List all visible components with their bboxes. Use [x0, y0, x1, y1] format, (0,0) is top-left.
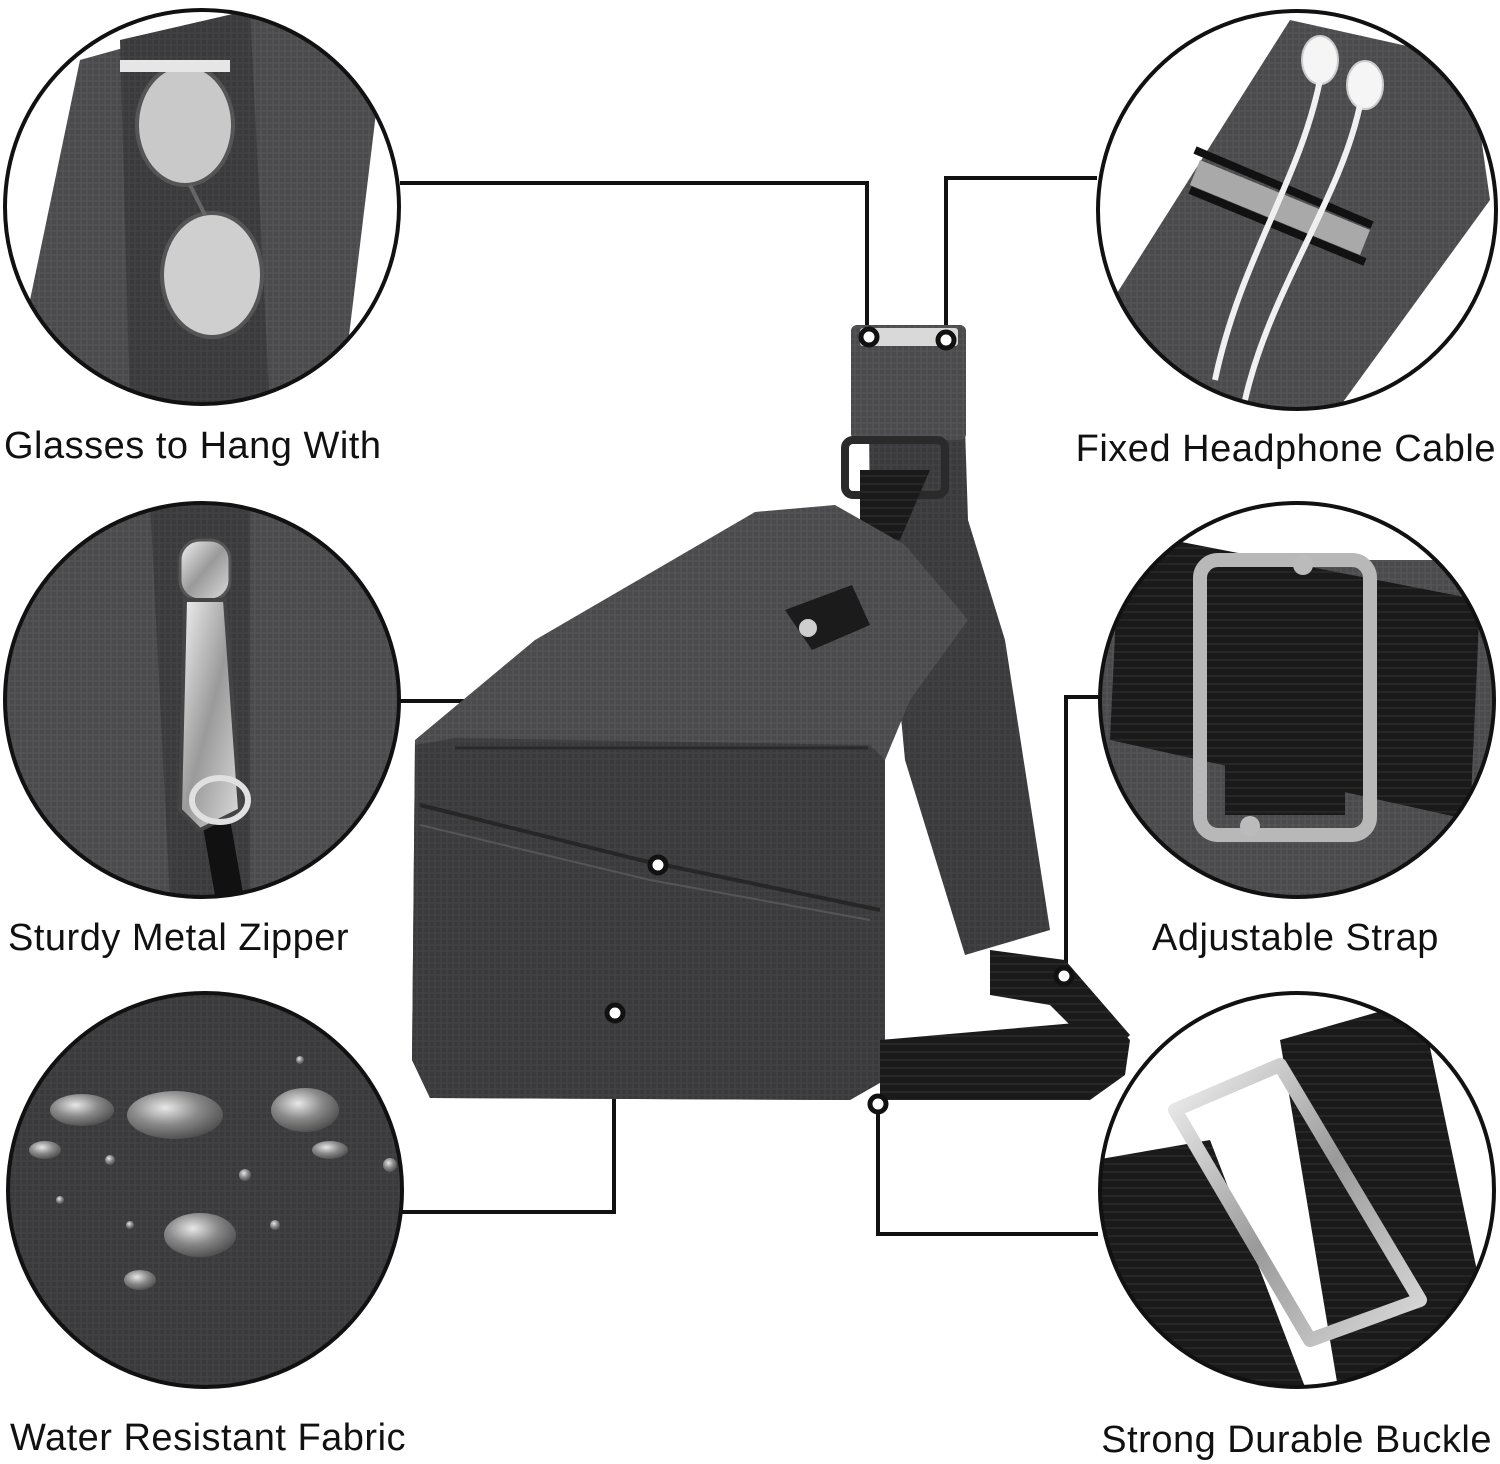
- bag-front-panel: [412, 738, 885, 1100]
- caption-zipper: Sturdy Metal Zipper: [8, 917, 350, 959]
- caption-strap: Adjustable Strap: [1152, 917, 1439, 959]
- glasses-icon: [120, 60, 264, 339]
- detail-circle-zipper: [3, 501, 401, 899]
- callout-dots: [604, 326, 1075, 1115]
- callout-dot-buckle: [867, 1093, 889, 1115]
- detail-circle-glasses: [3, 8, 401, 406]
- detail-circle-buckle: [1098, 991, 1496, 1389]
- caption-glasses: Glasses to Hang With: [4, 425, 382, 467]
- snap-button: [799, 619, 817, 637]
- callout-line-buckle: [876, 1104, 1098, 1236]
- buckle-icon: [1168, 1058, 1427, 1347]
- sling-bag-image: [412, 325, 1130, 1100]
- lower-strap-right: [990, 950, 1130, 1060]
- caption-fabric: Water Resistant Fabric: [10, 1417, 407, 1459]
- callout-line-glasses: [400, 181, 869, 337]
- pocket-seam-2: [419, 803, 881, 912]
- strap-slider-icon: [1193, 553, 1377, 842]
- strap-tab: [851, 325, 966, 440]
- strap-tab-bar: [860, 328, 958, 346]
- caption-buckle: Strong Durable Buckle: [1101, 1419, 1492, 1461]
- detail-circle-headphone: [1096, 9, 1498, 411]
- callout-line-strap: [1064, 695, 1101, 976]
- caption-headphone: Fixed Headphone Cable: [1075, 428, 1496, 470]
- water-drops-icon: [29, 1056, 397, 1290]
- callout-dot-zipper: [647, 854, 669, 876]
- callout-dot-strap: [1053, 965, 1075, 987]
- zipper-icon: [177, 538, 251, 833]
- detail-circle-fabric: [6, 991, 404, 1389]
- earphones-icon: [1212, 35, 1384, 401]
- callout-dot-fabric: [604, 1002, 626, 1024]
- detail-circle-strap: [1098, 501, 1496, 899]
- pocket-seam-3: [419, 824, 871, 921]
- callout-dot-glasses: [858, 326, 880, 348]
- lower-strap: [880, 1020, 1130, 1100]
- callout-line-headphone: [944, 176, 1097, 340]
- callout-dot-headphone: [935, 329, 957, 351]
